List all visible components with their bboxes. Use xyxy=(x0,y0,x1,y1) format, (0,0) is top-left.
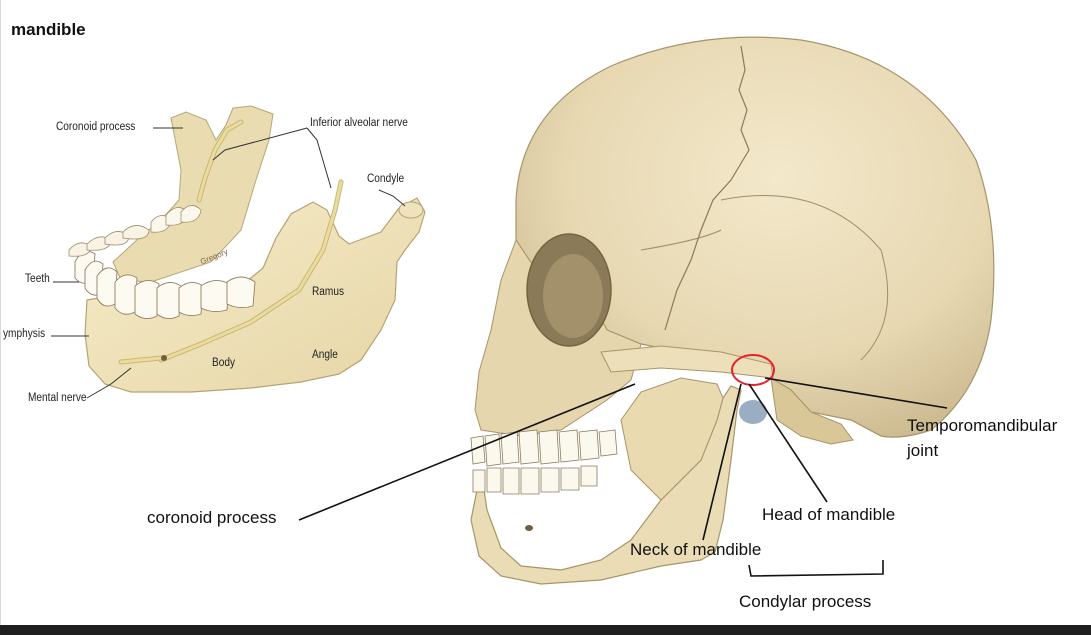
label-coronoid-process-skull: coronoid process xyxy=(147,508,277,527)
label-mental-nerve: Mental nerve xyxy=(28,392,87,404)
mandible-drawing xyxy=(68,105,426,393)
label-temporomandibular-joint-line1: Temporomandibular xyxy=(907,416,1058,435)
label-coronoid-process-mandible: Coronoid process xyxy=(56,121,136,133)
label-temporomandibular-joint-line2: joint xyxy=(907,441,939,460)
label-ramus: Ramus xyxy=(312,286,345,298)
label-body: Body xyxy=(212,357,236,369)
label-symphysis: ymphysis xyxy=(3,328,46,340)
label-condyle: Condyle xyxy=(367,173,405,185)
label-angle: Angle xyxy=(312,349,338,361)
skull-drawing xyxy=(470,36,995,585)
label-teeth: Teeth xyxy=(25,273,50,285)
label-inferior-alveolar-nerve: Inferior alveolar nerve xyxy=(310,117,408,129)
slide-title: mandible xyxy=(11,20,86,39)
label-head-of-mandible: Head of mandible xyxy=(762,505,896,524)
tmj-highlight-circle xyxy=(731,354,775,386)
mandible-leader-lines xyxy=(51,127,406,399)
skull-leader-lines xyxy=(298,377,948,577)
label-condylar-process: Condylar process xyxy=(739,592,872,611)
label-neck-of-mandible: Neck of mandible xyxy=(630,540,762,559)
bottom-bar xyxy=(0,625,1091,635)
